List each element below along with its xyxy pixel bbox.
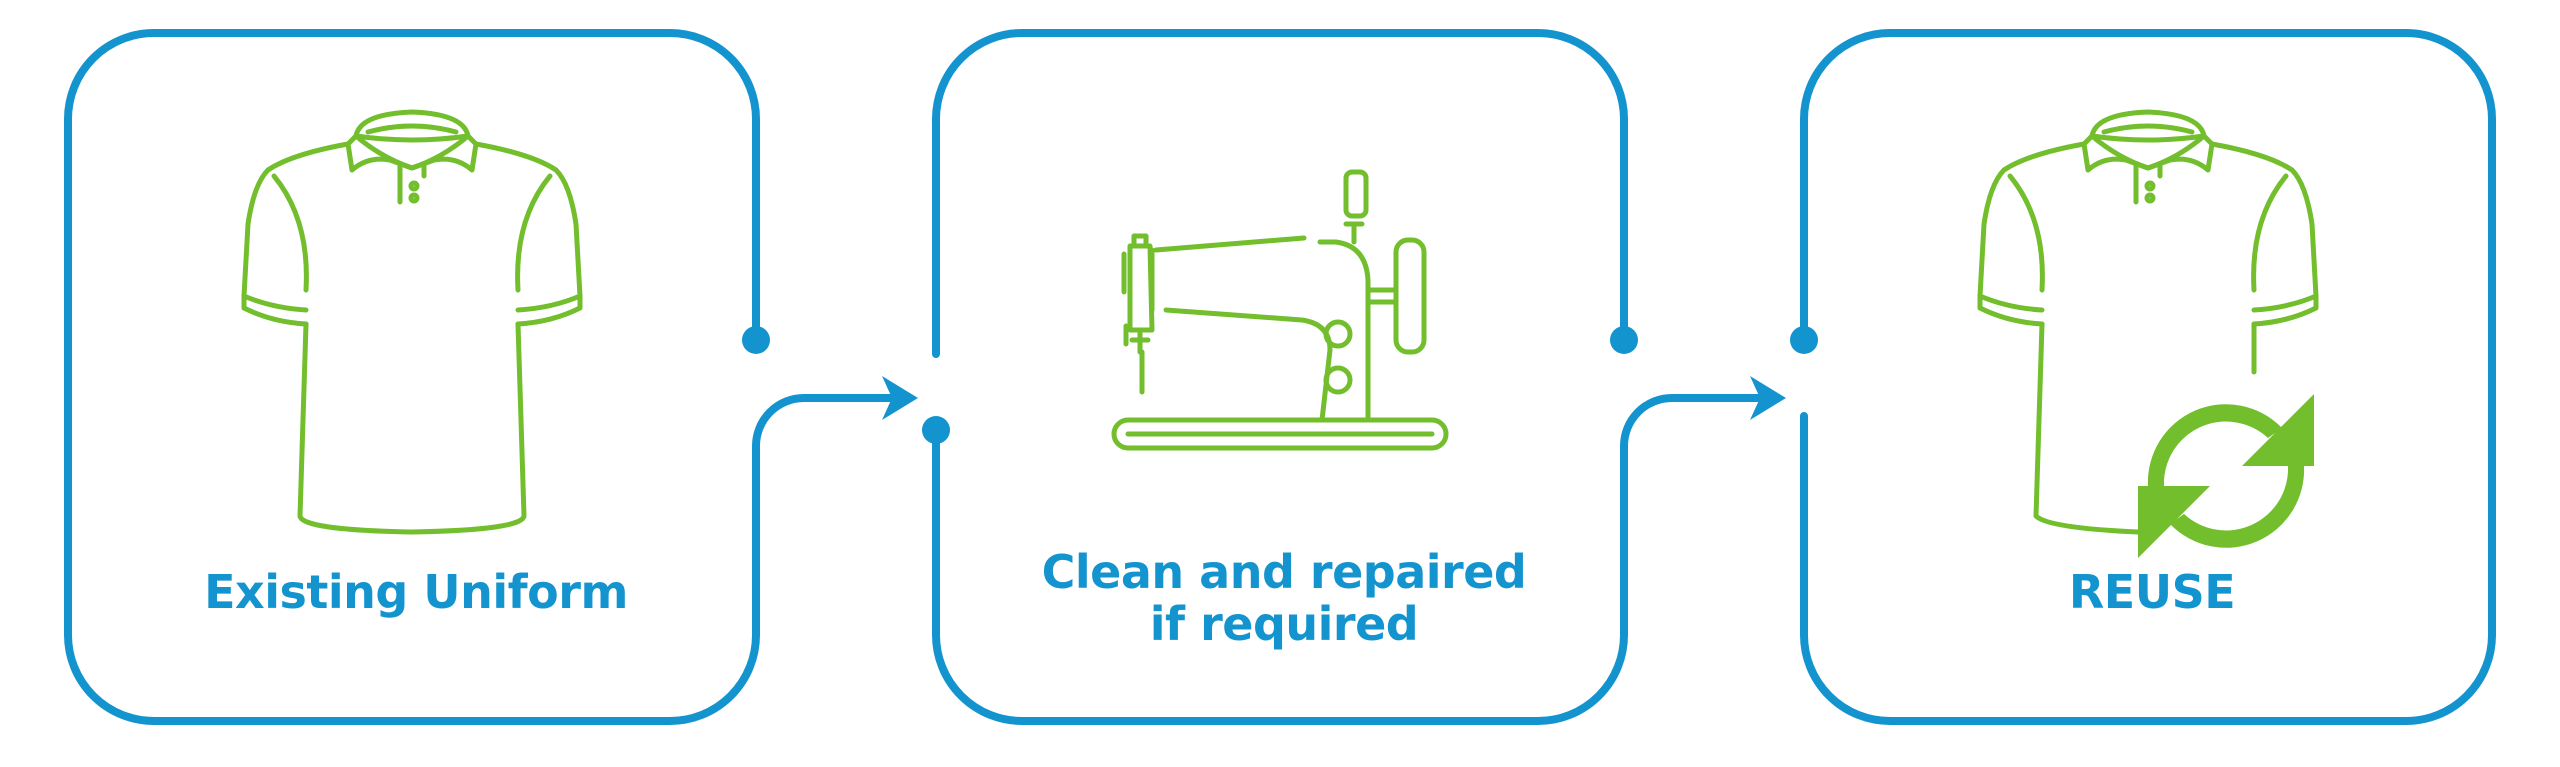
arrow-right-icon bbox=[882, 376, 918, 420]
step-label-reuse: REUSE bbox=[1802, 566, 2502, 618]
arrow-right-icon bbox=[1750, 376, 1786, 420]
step-label-line: if required bbox=[1149, 597, 1419, 651]
step-label-line: Existing Uniform bbox=[204, 565, 628, 619]
connector-dot bbox=[742, 326, 770, 354]
step-label-existing-uniform: Existing Uniform bbox=[66, 566, 766, 618]
recycle-icon bbox=[2138, 394, 2314, 558]
step-frame-3 bbox=[1790, 29, 2496, 725]
step-label-line: Clean and repaired bbox=[1041, 545, 1527, 599]
connector bbox=[752, 376, 918, 454]
step-frame-1 bbox=[64, 29, 770, 725]
connector bbox=[1620, 376, 1786, 454]
connector-dot bbox=[922, 416, 950, 444]
step-label-line: REUSE bbox=[2068, 565, 2236, 619]
step-label-clean-repaired: Clean and repaired if required bbox=[934, 546, 1634, 650]
step-frame-2 bbox=[922, 29, 1638, 725]
sewing-machine-icon bbox=[1111, 169, 1449, 451]
connector-dot bbox=[1790, 326, 1818, 354]
polo-shirt-icon bbox=[244, 112, 583, 535]
polo-shirt-recycle-icon bbox=[1980, 112, 2319, 558]
connector-dot bbox=[1610, 326, 1638, 354]
